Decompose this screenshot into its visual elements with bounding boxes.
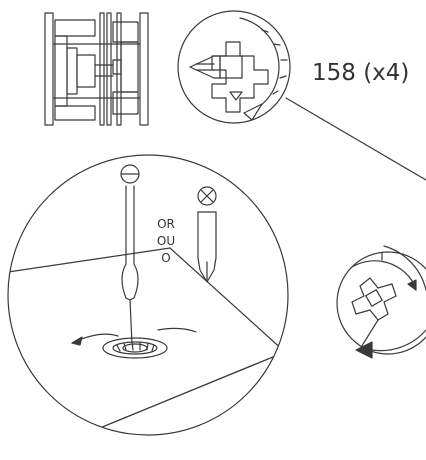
connector-line bbox=[285, 97, 426, 181]
cam-rotation-detail bbox=[336, 245, 426, 359]
flathead-screwdriver bbox=[120, 164, 140, 345]
panel-detail-circle bbox=[7, 154, 289, 436]
or-label-fr: OU bbox=[157, 234, 175, 248]
phillips-screwdriver bbox=[197, 186, 217, 283]
cam-lock-side-view bbox=[44, 12, 149, 126]
or-label-en: OR bbox=[157, 217, 175, 231]
part-number-label: 158 (x4) bbox=[312, 60, 409, 86]
or-label-es: O bbox=[161, 251, 170, 265]
cam-lock-top-view bbox=[177, 10, 291, 124]
